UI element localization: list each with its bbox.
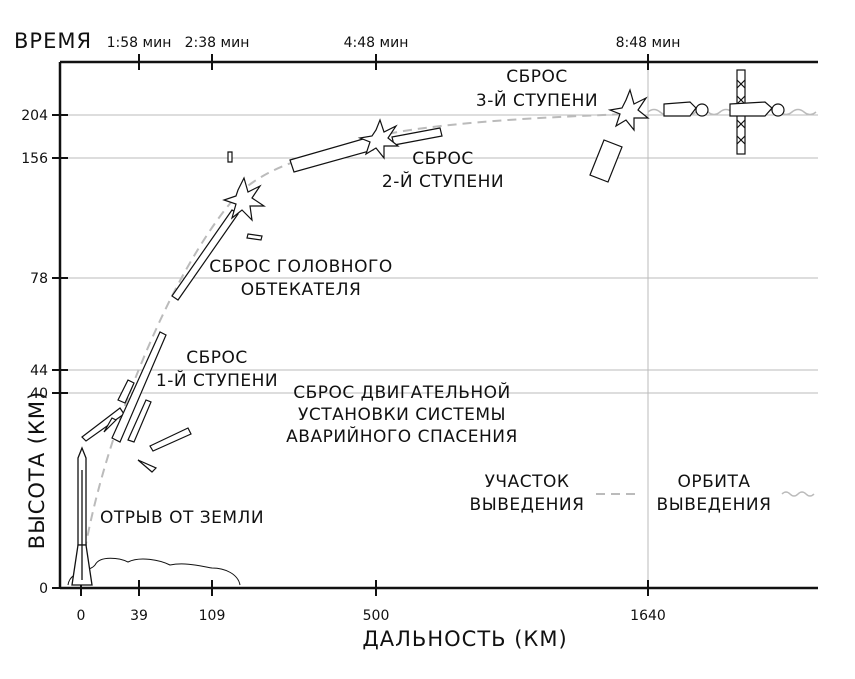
spacecraft-solar-panel-icon (729, 69, 785, 155)
fairing-separation-label: СБРОС ГОЛОВНОГО (209, 257, 392, 277)
distance-tick-label: 0 (77, 608, 86, 624)
stage1-separation-label: СБРОС (186, 348, 248, 368)
fairing-separation-icon (171, 151, 266, 301)
escape-jettison-label: УСТАНОВКИ СИСТЕМЫ (298, 405, 506, 425)
escape-tower-jettison-icon (81, 379, 192, 473)
time-tick-label: 2:38 мин (185, 35, 250, 51)
stage3-separation-label: СБРОС (506, 67, 568, 87)
fairing-separation-label: ОБТЕКАТЕЛЯ (241, 280, 362, 300)
altitude-tick-label: 78 (30, 271, 48, 287)
altitude-ticks (52, 114, 68, 589)
altitude-tick-label: 156 (21, 151, 48, 167)
distance-ticks (80, 580, 649, 596)
stage2-separation-icon (289, 118, 443, 173)
escape-jettison-label: АВАРИЙНОГО СПАСЕНИЯ (286, 425, 518, 447)
time-tick-label: 8:48 мин (616, 35, 681, 51)
altitude-axis-title: ВЫСОТА (КМ) (25, 391, 49, 549)
legend-orbit-swatch (781, 491, 815, 497)
stage3-separation-icon (589, 88, 650, 183)
altitude-tick-label: 204 (21, 108, 48, 124)
altitude-tick-label: 0 (39, 581, 48, 597)
time-tick-label: 1:58 мин (107, 35, 172, 51)
spacecraft-in-orbit-icon (663, 101, 709, 117)
stage2-separation-label: 2-Й СТУПЕНИ (382, 170, 504, 192)
legend-orbit-label: ВЫВЕДЕНИЯ (657, 495, 772, 515)
legend-ascent-label: УЧАСТОК (485, 472, 570, 492)
distance-tick-label: 39 (130, 608, 148, 624)
distance-tick-label: 1640 (630, 608, 666, 624)
time-axis-title: ВРЕМЯ (14, 29, 92, 53)
legend: УЧАСТОК ВЫВЕДЕНИЯ ОРБИТА ВЫВЕДЕНИЯ (470, 472, 815, 515)
stage2-separation-label: СБРОС (412, 149, 474, 169)
liftoff-label: ОТРЫВ ОТ ЗЕМЛИ (100, 508, 264, 528)
distance-tick-label: 500 (363, 608, 390, 624)
legend-ascent-label: ВЫВЕДЕНИЯ (470, 495, 585, 515)
rocket-on-pad-icon (71, 446, 93, 586)
legend-orbit-label: ОРБИТА (677, 472, 750, 492)
stage3-separation-label: 3-Й СТУПЕНИ (476, 89, 598, 111)
altitude-tick-label: 44 (30, 363, 48, 379)
ascent-trajectory (79, 113, 629, 581)
distance-axis-title: ДАЛЬНОСТЬ (КМ) (362, 627, 567, 651)
altitude-tick-label: 40 (30, 386, 48, 402)
stage1-separation-icon (103, 331, 167, 443)
axes (58, 60, 818, 590)
time-tick-label: 4:48 мин (344, 35, 409, 51)
launch-smoke-cloud (67, 557, 241, 586)
escape-jettison-label: СБРОС ДВИГАТЕЛЬНОЙ (293, 381, 511, 403)
time-ticks (138, 54, 649, 70)
distance-tick-label: 109 (199, 608, 226, 624)
stage1-separation-label: 1-Й СТУПЕНИ (156, 369, 278, 391)
